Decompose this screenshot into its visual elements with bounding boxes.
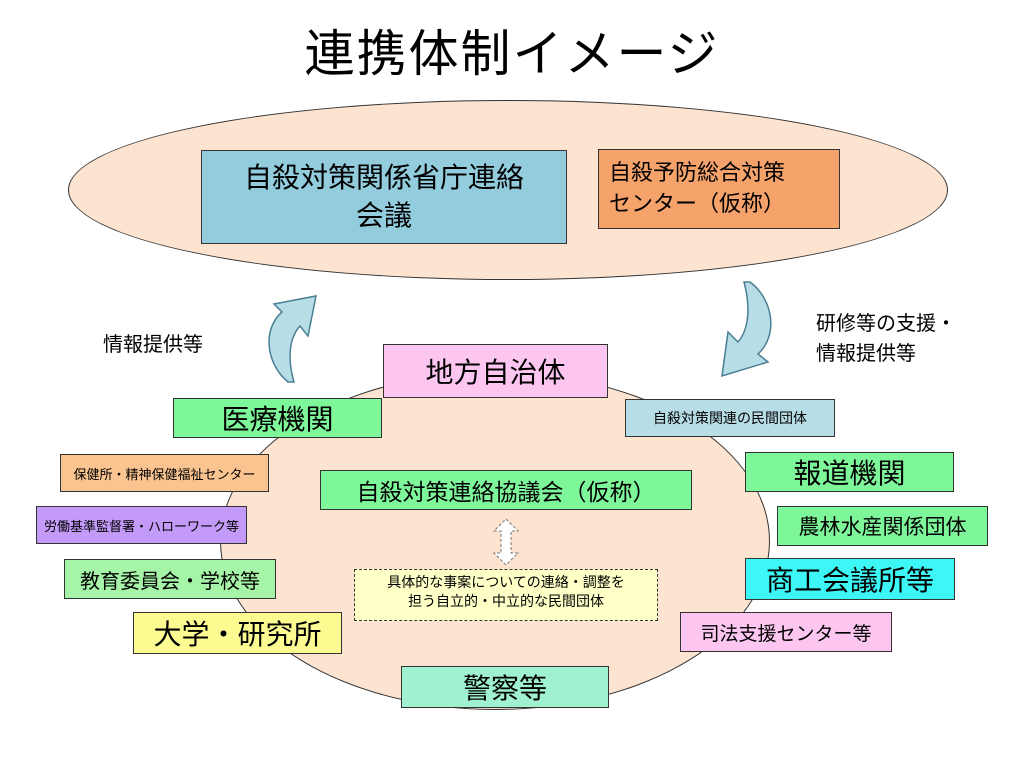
ministry-liaison-council-line2: 会議 [355, 199, 412, 232]
note-line1: 具体的な事案についての連絡・調整を [387, 575, 625, 591]
ministry-liaison-council-box: 自殺対策関係省庁連絡 会議 [201, 150, 567, 244]
agriculture-box: 農林水産関係団体 [777, 506, 988, 546]
training-support-line2: 情報提供等 [816, 341, 916, 365]
suicide-council-box: 自殺対策連絡協議会（仮称） [320, 470, 692, 510]
education-board-box: 教育委員会・学校等 [64, 559, 276, 599]
curved-arrow-up-icon [268, 295, 317, 383]
suicide-prevention-center-line2: センター（仮称） [609, 192, 786, 217]
university-box: 大学・研究所 [133, 612, 342, 654]
labor-office-box: 労働基準監督署・ハローワーク等 [36, 506, 247, 544]
info-provision-label: 情報提供等 [103, 332, 203, 356]
ministry-liaison-council-line1: 自殺対策関係省庁連絡 [243, 161, 524, 194]
health-center-box: 保健所・精神保健福祉センター [60, 454, 269, 492]
legal-support-box: 司法支援センター等 [680, 612, 892, 652]
suicide-prevention-center-box: 自殺予防総合対策 センター（仮称） [598, 149, 840, 229]
local-government-box: 地方自治体 [383, 344, 608, 398]
suicide-prevention-center-line1: 自殺予防総合対策 [609, 161, 786, 186]
private-organization-box: 自殺対策関連の民間団体 [625, 399, 835, 437]
training-support-line1: 研修等の支援・ [816, 311, 956, 335]
curved-arrow-down-icon [721, 281, 772, 378]
medical-institution-box: 医療機関 [173, 398, 382, 438]
note-box: 具体的な事案についての連絡・調整を 担う自立的・中立的な民間団体 [354, 569, 658, 621]
police-box: 警察等 [401, 666, 609, 708]
chamber-of-commerce-box: 商工会議所等 [745, 558, 955, 600]
note-line2: 担う自立的・中立的な民間団体 [408, 594, 604, 610]
press-box: 報道機関 [745, 452, 954, 492]
page-title: 連携体制イメージ [304, 25, 720, 83]
training-support-label: 研修等の支援・ 情報提供等 [816, 308, 956, 368]
double-arrow-icon [493, 518, 519, 566]
